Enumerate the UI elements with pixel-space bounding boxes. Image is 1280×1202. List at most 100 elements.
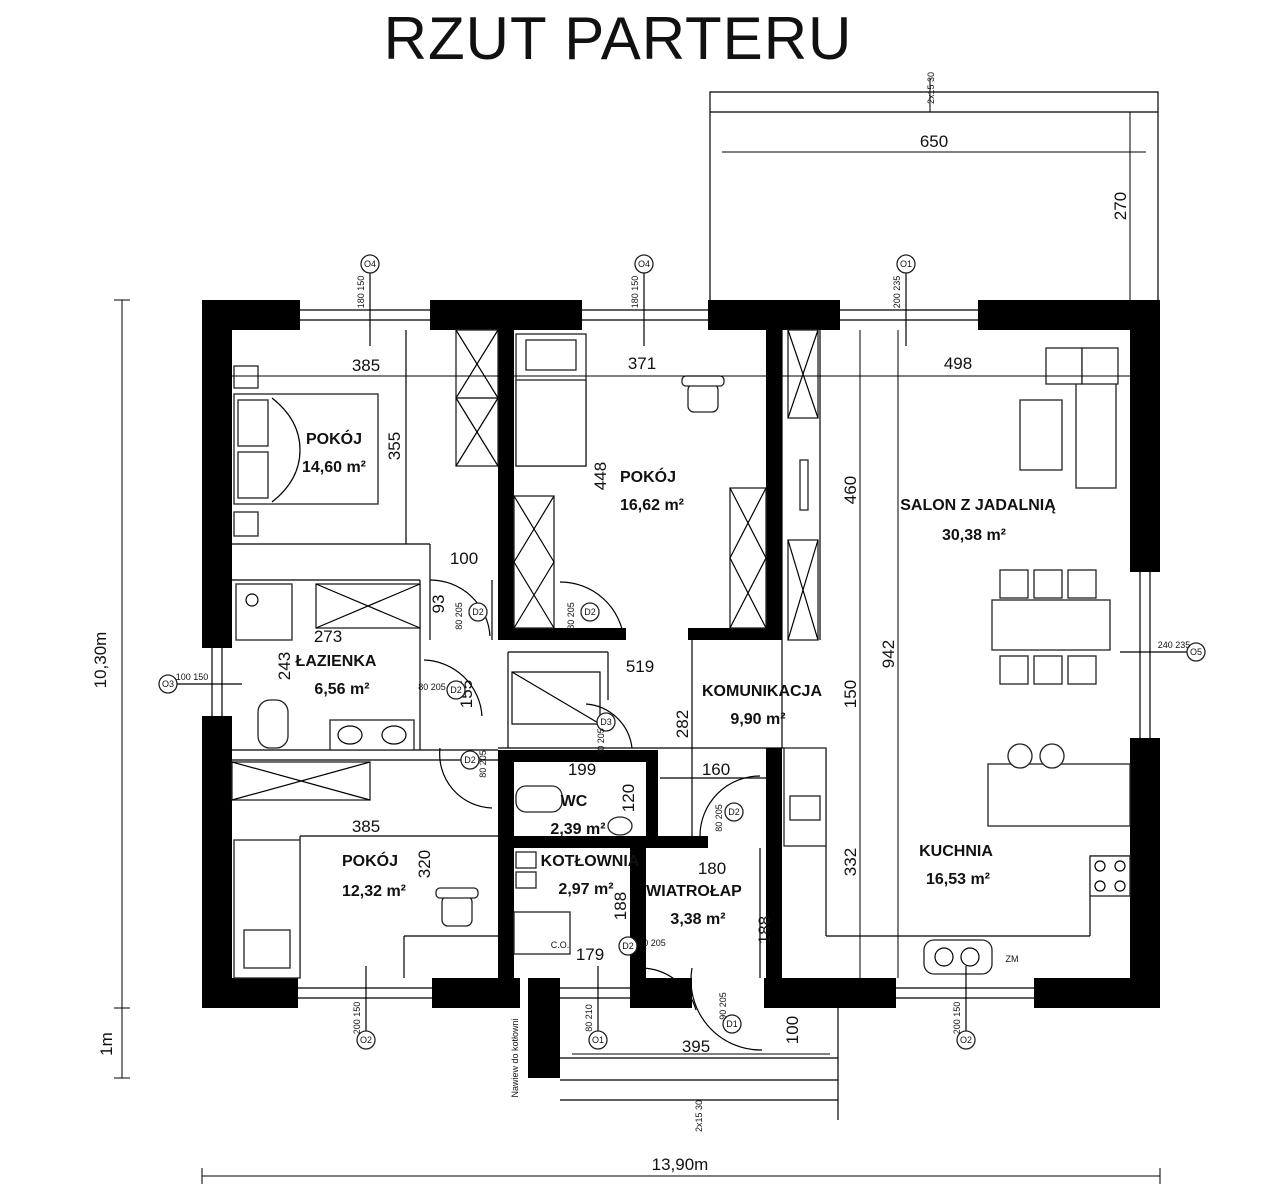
window-marker: O4 180 150 [630,254,654,346]
dim-porch-depth: 100 [783,1016,802,1044]
nightstand-icon [233,511,259,537]
door-marker: D2 80 205 [566,602,600,630]
dim-salon-total: 942 [879,640,898,668]
room-1-area: 14,60 m² [302,459,366,476]
svg-text:200 150: 200 150 [952,1002,962,1035]
svg-text:200 235: 200 235 [892,276,902,309]
dim-room3-depth: 320 [415,850,434,878]
svg-text:O3: O3 [162,679,174,689]
svg-text:O4: O4 [638,259,650,269]
office-chair-icon [435,887,479,927]
dim-vestibule-width: 180 [698,859,726,878]
zm-label: ZM [1006,954,1019,964]
interior-walls [498,330,782,978]
svg-text:80 205: 80 205 [478,750,488,778]
window-markers: O4 180 150 O4 180 150 O1 200 235 O5 240 … [158,254,1206,1050]
kitchen-name: KUCHNIA [919,843,993,860]
boiler-room-name: KOTŁOWNIA [541,853,640,870]
plan-title: RZUT PARTERU [383,5,853,72]
porch-steps-icon [560,1008,839,1120]
bathroom-area: 6,56 m² [314,681,369,698]
svg-text:O1: O1 [900,259,912,269]
window-marker: O1 200 235 [892,254,916,346]
svg-text:80 205: 80 205 [714,804,724,832]
double-bed-icon [233,393,379,505]
vent-note: Nawiew do kotłowni [510,1018,520,1097]
dim-boiler-depth: 188 [611,892,630,920]
dim-hall-160: 160 [702,760,730,779]
boiler-room-area: 2,97 m² [558,881,613,898]
room-labels: POKÓJ 14,60 m² POKÓJ 16,62 m² SALON Z JA… [296,429,1057,928]
tv-icon [799,459,809,511]
toilet-icon [515,785,563,813]
office-chair-icon [681,375,725,413]
kitchen-counter-icon [783,747,827,847]
hall-area: 9,90 m² [730,711,785,728]
svg-text:D2: D2 [450,685,462,695]
dim-bath-width: 273 [314,627,342,646]
svg-text:180 150: 180 150 [630,276,640,309]
svg-text:80 205: 80 205 [566,602,576,630]
nightstand-icon [233,365,259,389]
dim-porch-width: 395 [682,1037,710,1056]
dim-overall-width: 13,90m [652,1155,709,1174]
door-swings [423,579,763,1051]
vestibule-area: 3,38 m² [670,911,725,928]
dim-room1-width: 385 [352,356,380,375]
dim-1m: 1m [97,1032,116,1056]
svg-text:90 205: 90 205 [718,992,728,1020]
dim-room3-width: 385 [352,817,380,836]
toilet-icon [257,699,289,749]
svg-text:D2: D2 [622,941,634,951]
door-marker: D2 80 205 [454,602,488,630]
boiler-icon [515,851,537,869]
door-marker: D1 90 205 [718,992,742,1034]
door-marker: D3 70 205 [596,712,616,756]
kitchen-area: 16,53 m² [926,871,990,888]
coffee-table-icon [1019,399,1063,471]
step-bottom-label: 2x15 30 [694,1100,704,1132]
window-glazing [211,309,1151,999]
door-marker: D2 80 205 [714,802,744,832]
furnace-icon [513,911,571,955]
svg-text:80 205: 80 205 [454,602,464,630]
step-top-label: 2x15 30 [926,72,936,104]
svg-text:180 150: 180 150 [356,276,366,309]
dimension-labels: 650 270 385 355 371 448 498 460 942 150 … [91,132,1130,1174]
svg-text:O5: O5 [1190,647,1202,657]
dim-closet-93: 93 [429,595,448,614]
dim-wc-width: 199 [568,760,596,779]
room-2-name: POKÓJ [620,467,676,486]
wardrobe-icon [729,487,767,629]
dim-terrace-width: 650 [920,132,948,151]
door-markers: D2 80 205 D2 80 205 D2 80 205 D3 70 205 … [418,602,744,1034]
kitchen-sink-icon [923,939,993,975]
sofa-icon [1045,347,1119,489]
window-marker: O1 80 210 [584,966,608,1050]
window-marker: O3 100 150 [158,672,242,694]
svg-text:80 205: 80 205 [638,938,666,948]
svg-text:240 235: 240 235 [1158,640,1191,650]
svg-text:100 150: 100 150 [176,672,209,682]
furniture [231,329,1131,1120]
dim-vestibule-depth: 188 [755,916,774,944]
dim-hall-width: 519 [626,657,654,676]
dim-terrace-depth: 270 [1111,192,1130,220]
dim-overall-height: 10,30m [91,632,110,689]
wc-area: 2,39 m² [550,821,605,838]
svg-text:O2: O2 [360,1035,372,1045]
attic-stairs-icon [511,671,601,725]
boiler-icon [515,871,537,889]
misc-labels: C.O. ZM Nawiew do kotłowni 2x15 30 2x15 … [510,72,1019,1132]
dim-hall-282: 282 [673,710,692,738]
window-marker: O5 240 235 [1120,640,1206,662]
co-label: C.O. [551,940,570,950]
washbasin-icon [329,719,415,751]
svg-text:D2: D2 [464,755,476,765]
dim-salon-width: 498 [944,354,972,373]
dim-room2-depth: 448 [591,462,610,490]
door-marker: D2 80 205 [618,936,666,956]
room-3-area: 12,32 m² [342,883,406,900]
dim-kitchen-depth: 332 [841,848,860,876]
